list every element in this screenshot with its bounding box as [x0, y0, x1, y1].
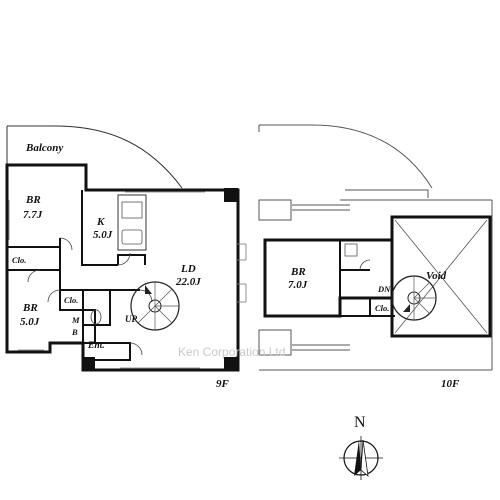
- door-swing-10f: [359, 259, 371, 271]
- mb-b-label: B: [71, 327, 78, 337]
- spiral-stair-9f: [130, 281, 180, 331]
- floor-10-plan: BR 7.0J Void DN Clo. 10F: [258, 124, 493, 390]
- toilet: [90, 309, 102, 325]
- br2-name: BR: [22, 302, 38, 314]
- br1-size: 7.7J: [23, 209, 43, 221]
- windows: [8, 191, 247, 369]
- 10f-interior-walls: [339, 240, 395, 317]
- closet-1-label: Clo.: [12, 255, 26, 265]
- wash-basin: [344, 243, 358, 257]
- kitchen-name: K: [96, 216, 105, 228]
- br2-size: 5.0J: [20, 316, 40, 328]
- ld-size: 22.0J: [175, 276, 201, 288]
- br-10f-walls: [263, 238, 392, 318]
- compass-north: N: [354, 414, 366, 431]
- mb-m-label: M: [71, 315, 80, 325]
- kitchen-stove: [121, 229, 143, 245]
- balcony-outline: [7, 125, 183, 189]
- compass-arrow-half-icon: [360, 439, 369, 477]
- dn-label: DN: [377, 284, 391, 294]
- closet-2-label: Clo.: [64, 295, 78, 305]
- compass-arrow-icon: [354, 440, 361, 476]
- compass: N: [339, 414, 383, 480]
- kitchen-sink: [121, 201, 143, 219]
- void-label: Void: [426, 270, 447, 282]
- balcony-label: Balcony: [25, 142, 63, 154]
- void-cross: [394, 219, 488, 334]
- column: [224, 188, 238, 202]
- floor-9-plan: Balcony BR 7.7J K 5.0J LD 22.0J Clo. Clo…: [5, 125, 247, 390]
- kitchen-size: 5.0J: [93, 229, 113, 241]
- column: [224, 357, 238, 371]
- watermark: Ken Corporation Ltd: [178, 345, 285, 359]
- floor-10-label: 10F: [441, 378, 460, 390]
- exterior-wall: [5, 163, 240, 372]
- br-10f-name: BR: [290, 266, 306, 278]
- closet-10f-label: Clo.: [375, 303, 389, 313]
- terrace-outlines: [258, 124, 493, 371]
- kitchen-counter: [117, 194, 147, 251]
- floor-9-label: 9F: [216, 378, 230, 390]
- ld-name: LD: [180, 263, 196, 275]
- interior-walls: [7, 190, 146, 361]
- br1-name: BR: [25, 194, 41, 206]
- br-10f-size: 7.0J: [288, 279, 308, 291]
- entrance-label: Ent.: [87, 341, 105, 351]
- spiral-stair-10f: [391, 275, 437, 321]
- up-label: UP: [125, 314, 137, 324]
- column: [83, 357, 95, 370]
